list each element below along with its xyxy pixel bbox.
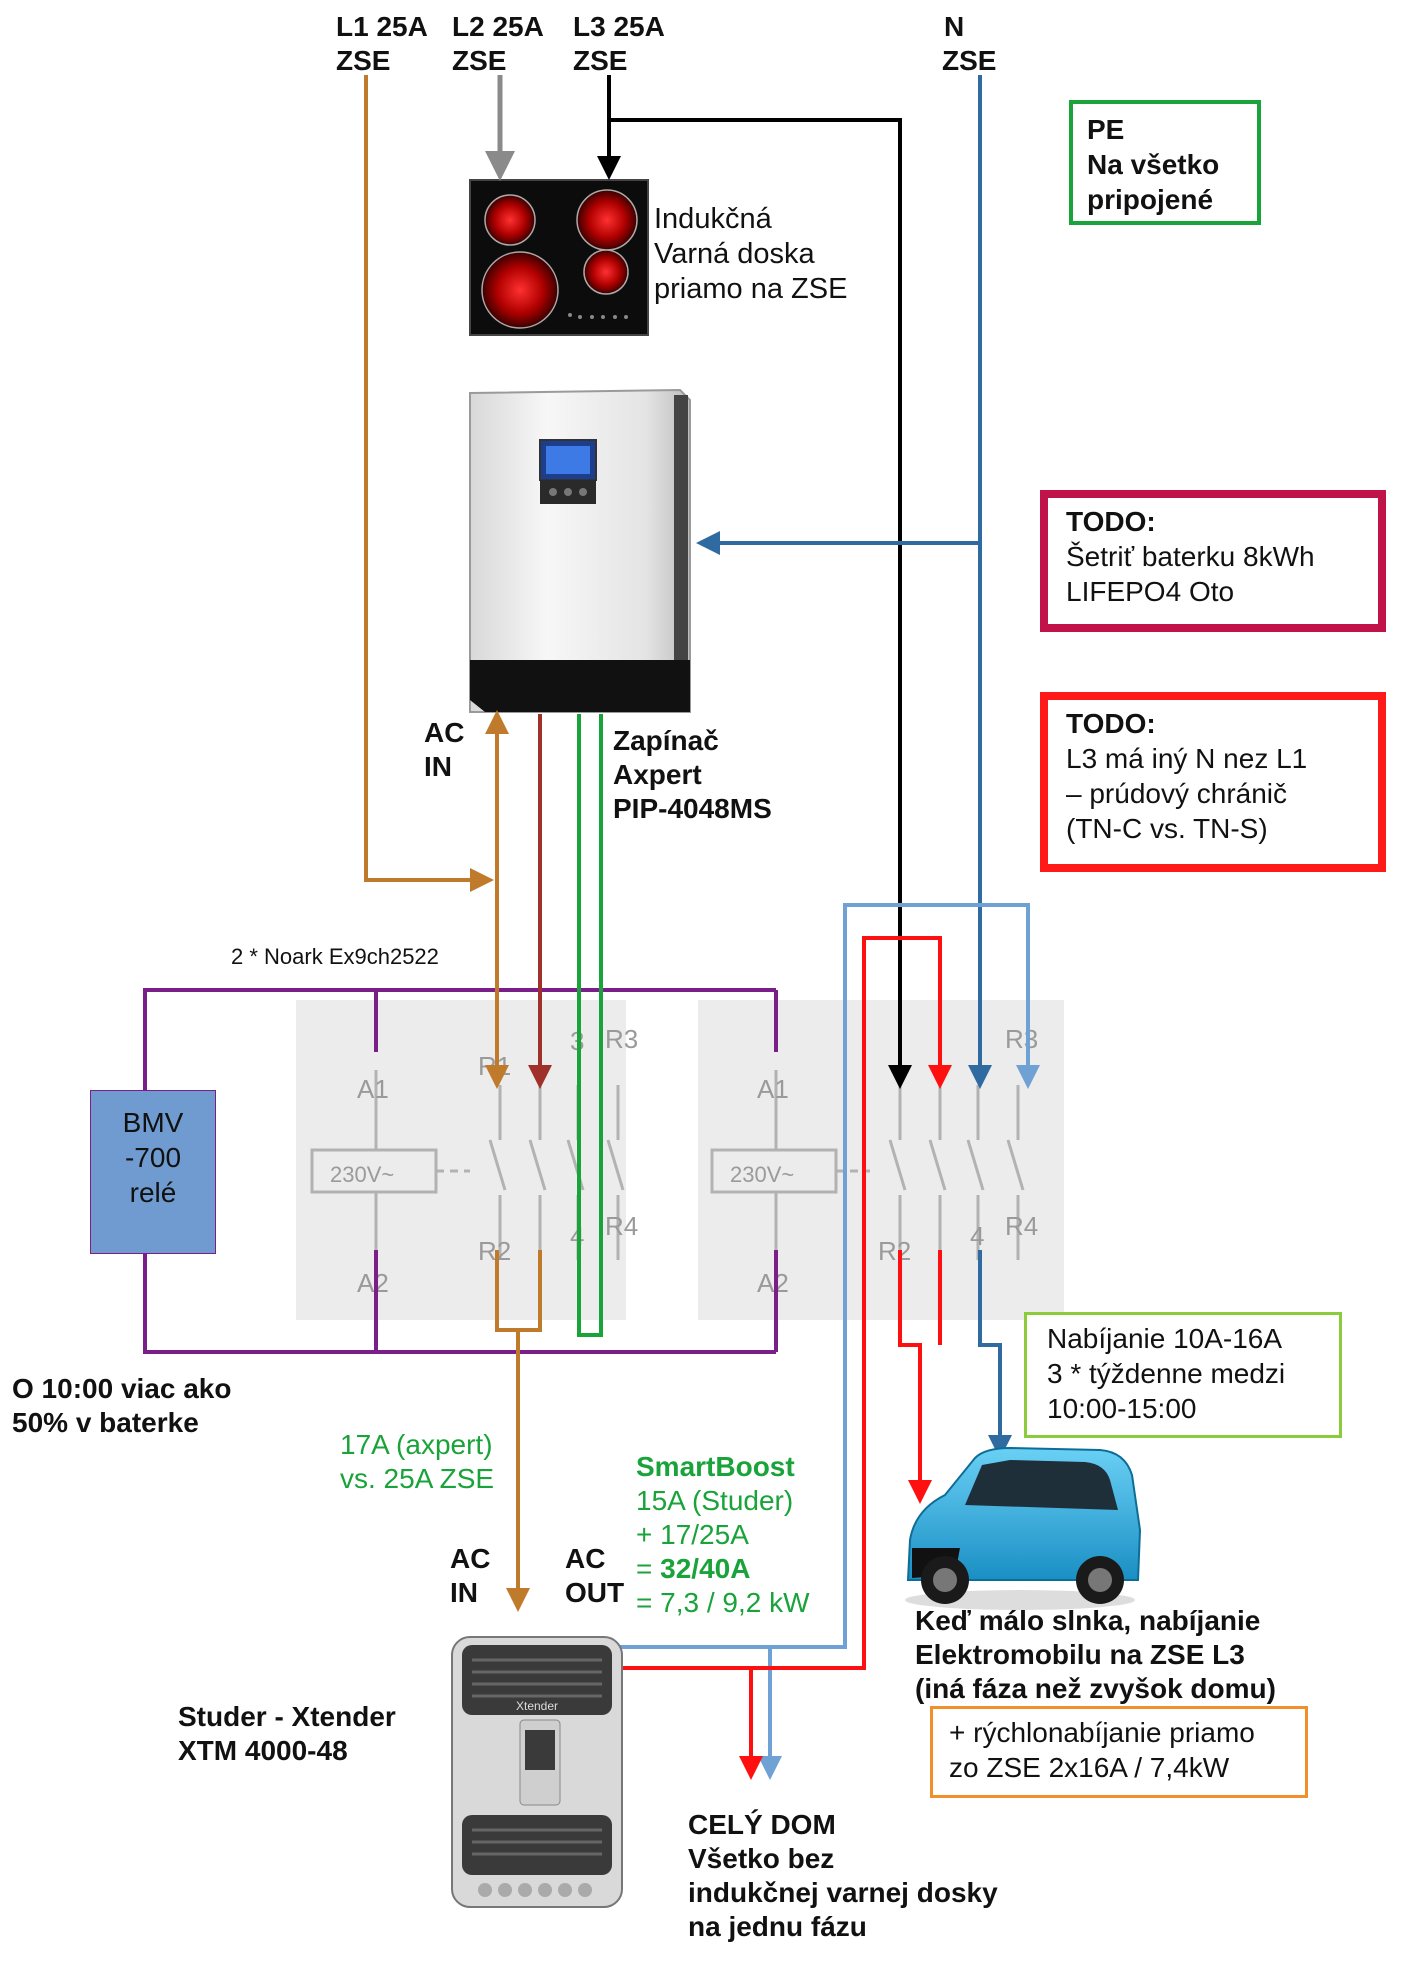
- contactor-right-a1: A1: [757, 1074, 789, 1104]
- studer-xtender: Xtender: [451, 1636, 623, 1908]
- todo-battery-box: TODO: Šetriť baterku 8kWh LIFEPO4 Oto: [1040, 490, 1386, 632]
- contactor-left-r3: R3: [605, 1024, 638, 1054]
- axpert-inverter: [469, 388, 691, 713]
- studer-neutral-wire: [615, 903, 1040, 1780]
- n-wire: [696, 75, 1012, 1459]
- studer-brand: Xtender: [516, 1699, 558, 1713]
- contactor-left-r2: R2: [478, 1236, 511, 1266]
- contactor-left-r1: R1: [478, 1051, 511, 1081]
- induction-hob: [469, 179, 649, 336]
- contactor-right-r3: R3: [1005, 1024, 1038, 1054]
- contactor-left-a2: A2: [357, 1268, 389, 1298]
- pe-note-box: PE Na všetko pripojené: [1069, 100, 1261, 225]
- contactor-right-r4: R4: [1005, 1211, 1038, 1241]
- contactor-right-a2: A2: [757, 1268, 789, 1298]
- contactor-left-coil: 230V~: [330, 1162, 394, 1187]
- contactor-right-coil: 230V~: [730, 1162, 794, 1187]
- contactor-right-n4: 4: [970, 1221, 984, 1251]
- contactor-left-a1: A1: [357, 1074, 389, 1104]
- electric-car: [905, 1446, 1142, 1610]
- todo-neutral-box: TODO: L3 má iný N nez L1 – prúdový chrán…: [1040, 692, 1386, 872]
- contactor-right-r2: R2: [878, 1236, 911, 1266]
- l1-wire: [364, 75, 542, 1612]
- charging-schedule-box: Nabíjanie 10A-16A 3 * týždenne medzi 10:…: [1024, 1312, 1342, 1438]
- pe-wire: [577, 714, 603, 1337]
- contactor-right: [698, 1000, 1064, 1320]
- contactor-left-r4: R4: [605, 1211, 638, 1241]
- axpert-current-label: 17A (axpert)vs. 25A ZSE: [340, 1429, 495, 1494]
- relay-coil-wire: [143, 988, 778, 1354]
- fast-charging-box: + rýchlonabíjanie priamo zo ZSE 2x16A / …: [930, 1706, 1308, 1798]
- smartboost-label: SmartBoost 15A (Studer) + 17/25A = 32/40…: [636, 1451, 810, 1618]
- house-phase-wire: [615, 936, 952, 1780]
- contactor-left: [296, 1000, 626, 1320]
- relay-title: 2 * Noark Ex9ch2522: [231, 944, 439, 969]
- l3-wire: [597, 75, 912, 1089]
